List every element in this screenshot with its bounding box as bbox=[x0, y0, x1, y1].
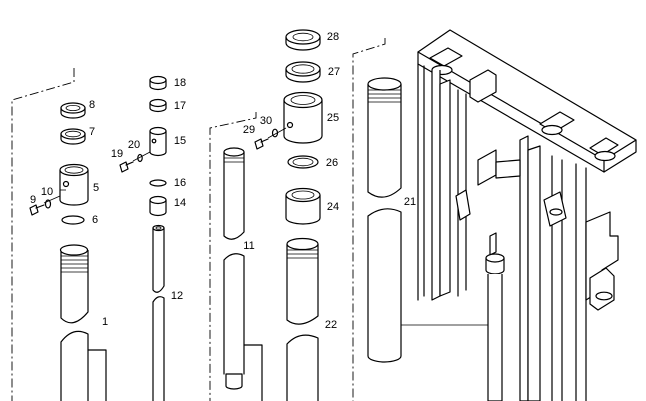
part-12-piston-rod bbox=[152, 224, 165, 401]
part-9-10-axis bbox=[43, 195, 61, 204]
callout-19: 19 bbox=[111, 148, 123, 160]
part-26-o-ring bbox=[287, 155, 319, 169]
part-6-o-ring bbox=[61, 215, 85, 225]
part-24-guide-bushing bbox=[285, 187, 321, 225]
callout-29: 29 bbox=[243, 124, 255, 136]
part-17-guide-ring bbox=[149, 98, 167, 113]
callout-5: 5 bbox=[93, 182, 99, 194]
callout-8b: 8 bbox=[89, 99, 95, 111]
callout-18: 18 bbox=[174, 77, 186, 89]
part-25-cylinder-head bbox=[283, 91, 323, 144]
callout-7b: 7 bbox=[89, 126, 95, 138]
part-21-outer-tube bbox=[367, 77, 500, 363]
part-7-seal-ring bbox=[60, 128, 86, 145]
part-19-screw bbox=[119, 161, 134, 173]
part-9-bleed-screw bbox=[29, 204, 45, 216]
assembly-guide-1 bbox=[11, 68, 75, 401]
callout-10: 10 bbox=[41, 186, 53, 198]
callout-16: 16 bbox=[174, 177, 186, 189]
part-29-30-axis bbox=[267, 127, 287, 139]
part-20-washer bbox=[137, 153, 143, 163]
mast-frame bbox=[417, 29, 637, 401]
part-1-cylinder-tube bbox=[59, 244, 107, 401]
callout-26: 26 bbox=[326, 157, 338, 169]
part-22-cylinder-tube bbox=[286, 237, 319, 401]
callout-24: 24 bbox=[327, 201, 339, 213]
part-5-cylinder-head bbox=[59, 163, 89, 206]
part-18-seal bbox=[149, 75, 167, 91]
callout-28: 28 bbox=[327, 31, 339, 43]
callout-20: 20 bbox=[128, 139, 140, 151]
callout-30: 30 bbox=[260, 115, 272, 127]
callout-21: 21 bbox=[404, 196, 416, 208]
callout-11: 11 bbox=[243, 240, 254, 252]
callout-25: 25 bbox=[327, 112, 339, 124]
callout-15: 15 bbox=[174, 135, 186, 147]
part-28-wiper-ring bbox=[285, 29, 321, 51]
part-19-20-axis bbox=[132, 151, 151, 162]
callout-22: 22 bbox=[325, 319, 337, 331]
part-11-piston-rod bbox=[223, 147, 263, 401]
callout-17: 17 bbox=[174, 100, 186, 112]
part-27-seal-ring bbox=[285, 61, 321, 83]
part-29-screw bbox=[254, 138, 269, 150]
part-8-wiper-ring bbox=[60, 102, 86, 119]
part-14-spacer bbox=[149, 195, 167, 217]
callout-6: 6 bbox=[92, 214, 98, 226]
callout-12: 12 bbox=[171, 290, 183, 302]
callout-14: 14 bbox=[174, 197, 186, 209]
callout-1: 1 bbox=[102, 316, 108, 328]
part-15-piston-head bbox=[149, 126, 167, 157]
assembly-guide-3 bbox=[352, 38, 386, 401]
callout-9: 9 bbox=[30, 194, 36, 206]
part-16-o-ring bbox=[149, 179, 167, 187]
callout-27: 27 bbox=[328, 66, 340, 78]
assembly-guide-2 bbox=[209, 112, 257, 401]
